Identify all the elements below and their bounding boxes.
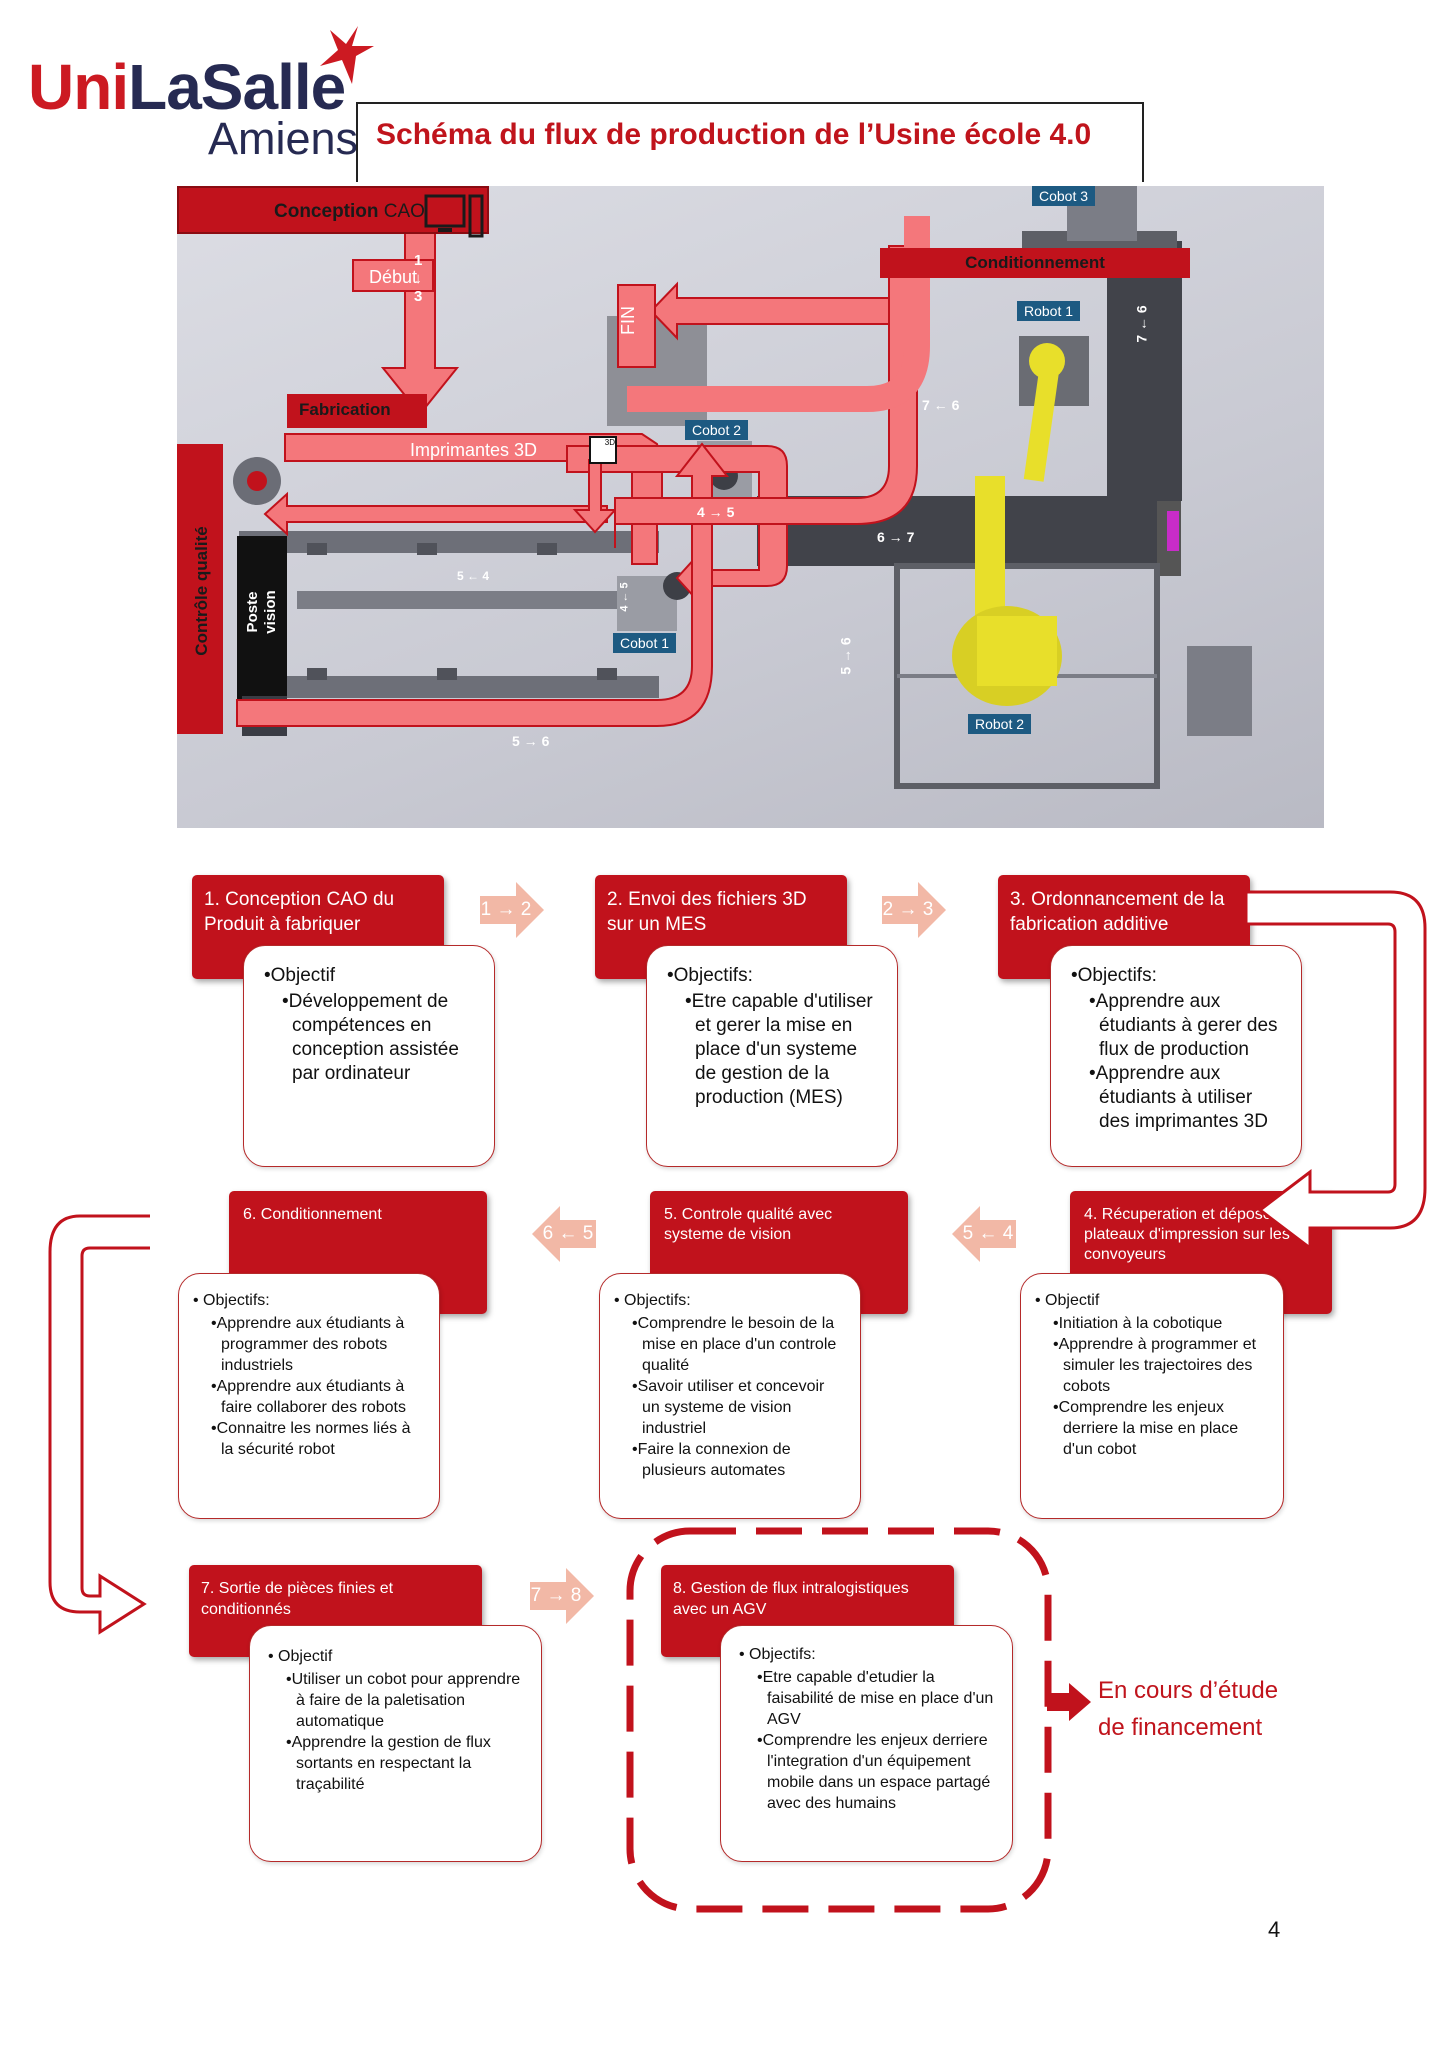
flow-label-5-4: 5 ← 4 [457, 569, 490, 583]
logo-text-lasalle: LaSalle [128, 51, 346, 123]
step-3-objectifs: •Objectifs: [1071, 965, 1157, 986]
connector-5-4-arrow [952, 1206, 1016, 1262]
step-1-objectif: •Objectif [264, 965, 336, 986]
step-4-objectif: • Objectif [1035, 1292, 1100, 1309]
cao-text: CAO [383, 201, 425, 222]
step-2-item: •Etre capable d'utiliser et gerer la mis… [685, 991, 873, 1108]
step-8-objectifs: • Objectifs: [739, 1646, 816, 1663]
flow-label-5-6: 5 → 6 [512, 733, 550, 749]
step-4-body: • Objectif •Initiation à la cobotique •Ap… [1020, 1273, 1284, 1519]
step-7-item: •Apprendre la gestion de flux sortants e… [286, 1734, 491, 1793]
step-2-objectifs: •Objectifs: [667, 965, 753, 986]
step-7-body: • Objectif •Utiliser un cobot pour appre… [249, 1625, 542, 1862]
step-1-body: •Objectif •Développement de compétences … [243, 945, 495, 1167]
financing-note: En cours d’étude de financement [1098, 1672, 1278, 1746]
factory-layout-diagram: Conception CAO Début 1↓3 Fabrication Imp… [177, 186, 1324, 828]
step-5-item: •Comprendre le besoin de la mise en plac… [632, 1315, 837, 1374]
step-4-item: •Comprendre les enjeux derriere la mise … [1053, 1399, 1239, 1458]
step-3-body: •Objectifs: •Apprendre aux étudiants à g… [1050, 945, 1302, 1167]
step-6-body: • Objectifs: •Apprendre aux étudiants à … [178, 1273, 440, 1519]
step-5-item: •Savoir utiliser et concevoir un systeme… [632, 1378, 825, 1437]
star-icon [320, 26, 374, 84]
flow-label-7-6-vertical: 7 ← 6 [1133, 305, 1150, 343]
conditionnement-label: Conditionnement [880, 248, 1190, 278]
connector-7-8-arrow [530, 1568, 594, 1624]
agv-dashed-frame [626, 1527, 1052, 1913]
step-6-item: •Apprendre aux étudiants à programmer de… [211, 1315, 405, 1374]
flow-label-1-3: 1↓3 [414, 252, 423, 305]
cobot-1-label: Cobot 1 [613, 633, 677, 653]
step-8-body: • Objectifs: •Etre capable d'etudier la … [720, 1625, 1013, 1862]
logo-text-uni: Uni [28, 51, 129, 123]
robot-2-label: Robot 2 [968, 714, 1032, 734]
connector-7-8-label: 7 → 8 [530, 1585, 582, 1606]
step-6-item: •Connaitre les normes liés à la sécurité… [211, 1420, 411, 1458]
page-title: Schéma du flux de production de l’Usine … [376, 118, 1092, 151]
connector-6-5-arrow [532, 1206, 596, 1262]
unilasalle-logo: UniLaSalle Amiens [28, 55, 358, 164]
controle-qualite-label: Contrôle qualité [192, 526, 211, 656]
page-number: 4 [1268, 1917, 1281, 1942]
conception-text: Conception [274, 201, 379, 222]
connector-6-5-label: 6 ← 5 [542, 1223, 594, 1244]
step-1-header: 1. Conception CAO du Produit à fabriquer [192, 875, 444, 979]
note-arrow-icon [1047, 1683, 1091, 1721]
flow-label-4-5: 4 → 5 [697, 504, 735, 520]
loop-arrow-6-7 [48, 1214, 150, 1635]
cobot-2-label: Cobot 2 [685, 420, 749, 440]
fin-box [617, 284, 656, 368]
cobot-3-label: Cobot 3 [1032, 186, 1096, 206]
controle-qualite-panel [177, 444, 223, 734]
connector-1-2-arrow [480, 882, 544, 938]
robot-1-label: Robot 1 [1017, 301, 1081, 321]
step-3-item: •Apprendre aux étudiants à gerer des flu… [1089, 991, 1278, 1060]
step-3-item: •Apprendre aux étudiants à utiliser des … [1089, 1063, 1268, 1132]
fabrication-label: Fabrication [287, 394, 427, 428]
monitor-icon [424, 194, 484, 238]
connector-1-2-label: 1 → 2 [480, 899, 532, 920]
title-box: Schéma du flux de production de l’Usine … [356, 102, 1144, 182]
step-4-item: •Initiation à la cobotique [1053, 1315, 1223, 1332]
debut-label: Début [352, 259, 434, 292]
financing-note-line2: de financement [1098, 1714, 1263, 1741]
fin-label: FIN [618, 306, 638, 335]
step-7-item: •Utiliser un cobot pour apprendre à fair… [286, 1671, 521, 1730]
step-5-objectifs: • Objectifs: [614, 1292, 691, 1309]
step-8-item: •Etre capable d'etudier la faisabilité d… [757, 1669, 994, 1728]
step-2-body: •Objectifs: •Etre capable d'utiliser et … [646, 945, 898, 1167]
step-7-objectif: • Objectif [268, 1648, 333, 1665]
step-4-item: •Apprendre à programmer et simuler les t… [1053, 1336, 1257, 1395]
flow-label-6-7: 6 → 7 [877, 529, 915, 545]
financing-note-line1: En cours d’étude [1098, 1677, 1279, 1704]
printer-3d-icon: 3D [589, 436, 617, 464]
connector-5-4-label: 5 ← 4 [962, 1223, 1014, 1244]
imprimantes-label: Imprimantes 3D [410, 440, 538, 460]
connector-2-3-arrow [882, 882, 946, 938]
step-8-item: •Comprendre les enjeux derriere l'integr… [757, 1732, 991, 1812]
flow-label-5-6-vertical: 5 → 6 [837, 637, 854, 675]
flow-label-7-6: 7 ← 6 [922, 397, 960, 413]
step-1-item: •Développement de compétences en concept… [282, 991, 459, 1084]
connector-2-3-label: 2 → 3 [882, 899, 934, 920]
step-5-body: • Objectifs: •Comprendre le besoin de la… [599, 1273, 861, 1519]
flow-label-4-5-vertical: 4 ← 5 [618, 582, 631, 612]
step-5-item: •Faire la connexion de plusieurs automat… [632, 1441, 791, 1479]
step-6-objectifs: • Objectifs: [193, 1292, 270, 1309]
logo-text-city: Amiens [208, 113, 359, 164]
step-6-item: •Apprendre aux étudiants à faire collabo… [211, 1378, 406, 1416]
loop-arrow-3-4 [1244, 890, 1427, 1252]
flow-arrows [236, 205, 930, 727]
